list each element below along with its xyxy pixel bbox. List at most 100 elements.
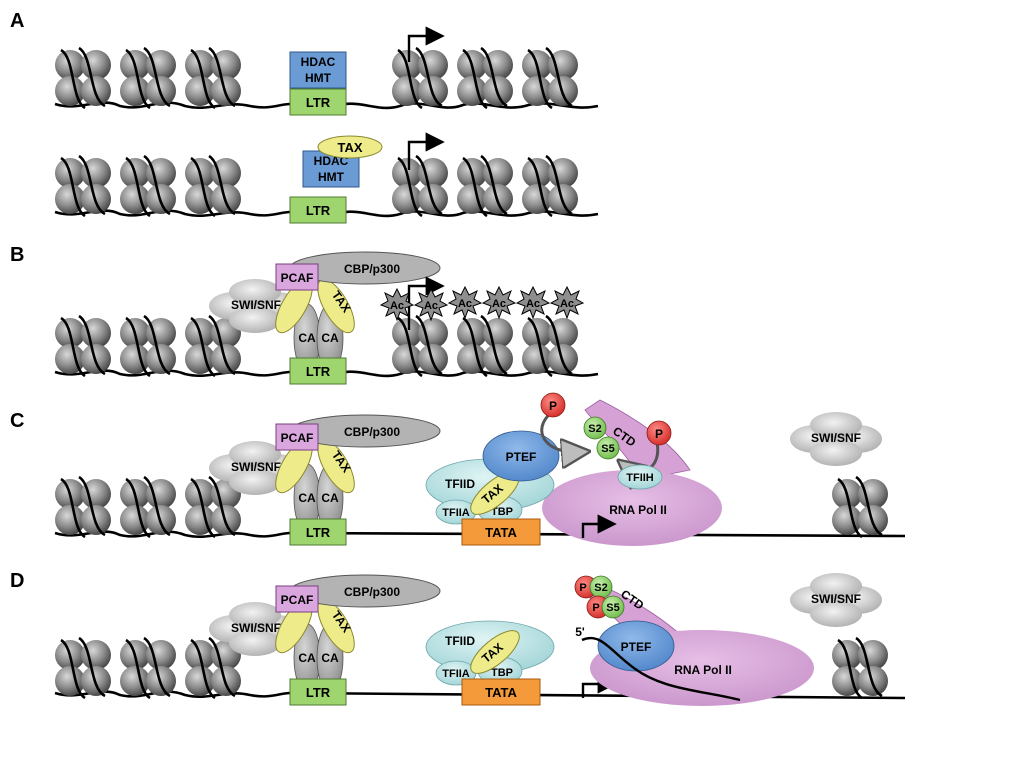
tata-box [461, 678, 541, 706]
nucleosome [118, 636, 178, 700]
nucleosome [53, 154, 113, 218]
chromatin-row-a1: HDAC HMT LTR [53, 26, 599, 116]
nucleosome [183, 46, 243, 110]
ltr-box [289, 88, 347, 116]
phosphate-label: P [549, 399, 557, 413]
swisnf-label: SWI/SNF [811, 431, 861, 445]
panel-d: D SWI/SNF CA CA TAX CBP/p300 PCAF LTR TF… [10, 570, 906, 706]
hmt-label: HMT [305, 71, 332, 85]
serine-5 [596, 436, 620, 460]
ac-label: Ac [492, 298, 506, 310]
tfiih-label: TFIIH [626, 472, 654, 484]
panel-a: A HDAC HMT LTR H [10, 10, 599, 224]
nucleosome [53, 475, 113, 539]
tfiia-label: TFIIA [442, 668, 470, 680]
panel-label-a: A [10, 10, 24, 32]
ltr-label: LTR [306, 364, 331, 379]
ltr-label: LTR [306, 685, 331, 700]
swisnf-label: SWI/SNF [231, 460, 281, 474]
rna-pol-label: RNA Pol II [674, 663, 732, 677]
ltr-box [289, 678, 347, 706]
ltr-label: LTR [306, 525, 331, 540]
panel-c: C SWI/SNF CA CA TAX CBP/p300 PCAF LTR RN… [10, 392, 906, 546]
ltr-box [289, 196, 347, 224]
ltr-box [289, 518, 347, 546]
tax-protein [317, 135, 383, 159]
serine-5 [601, 595, 625, 619]
nucleosome [118, 46, 178, 110]
phosphate-label: P [655, 427, 663, 441]
ac-label: Ac [390, 300, 404, 312]
pcaf-label: PCAF [281, 431, 314, 445]
nucleosome [53, 314, 113, 378]
tfiih-protein [617, 464, 663, 490]
phospho-transfer-arrow [540, 410, 582, 452]
nucleosome [118, 314, 178, 378]
phosphate-label: P [592, 602, 599, 614]
ltr-label: LTR [306, 95, 331, 110]
s5-label: S5 [601, 443, 614, 455]
nucleosome [520, 46, 580, 110]
acetylation-marks: Ac Ac Ac Ac Ac Ac [380, 286, 584, 321]
nucleosome [520, 154, 580, 218]
nucleosome [455, 154, 515, 218]
nucleosome [390, 314, 450, 378]
five-prime-label: 5' [575, 625, 585, 639]
ac-label: Ac [560, 298, 574, 310]
cbp-p300-label: CBP/p300 [344, 585, 400, 599]
panel-label-b: B [10, 244, 24, 266]
pcaf-box [275, 423, 319, 451]
hdac-hmt-box [289, 51, 347, 89]
cbp-p300-label: CBP/p300 [344, 262, 400, 276]
hmt-label: HMT [318, 170, 345, 184]
ca-label: CA [321, 651, 339, 665]
tata-box [461, 518, 541, 546]
nucleosome [118, 475, 178, 539]
ac-label: Ac [458, 298, 472, 310]
tax-protein [470, 630, 520, 674]
tbp-label: TBP [491, 667, 513, 679]
s2-label: S2 [594, 582, 607, 594]
swisnf-label: SWI/SNF [231, 298, 281, 312]
chromatin-row-a2: HDAC HMT TAX LTR [53, 132, 599, 224]
ac-label: Ac [526, 298, 540, 310]
transcription-start-arrow [407, 276, 445, 330]
tata-label: TATA [485, 685, 517, 700]
tfiid-label: TFIID [445, 634, 475, 648]
panel-label-c: C [10, 410, 24, 432]
pcaf-box [275, 263, 319, 291]
nucleosome [183, 154, 243, 218]
phosphate-ptef [540, 392, 566, 418]
nucleosome [455, 314, 515, 378]
rna-pol-ii [542, 470, 722, 546]
s2-label: S2 [588, 423, 601, 435]
swisnf-label: SWI/SNF [811, 592, 861, 606]
nucleosome [118, 154, 178, 218]
tfiid-label: TFIID [445, 477, 475, 491]
nucleosome [455, 46, 515, 110]
panel-b: B SWI/SNF CA CA TAX CBP/p300 PCAF LTR [10, 244, 599, 385]
phosphate-tfiih [646, 420, 672, 446]
tata-label: TATA [485, 525, 517, 540]
ca-label: CA [321, 491, 339, 505]
nucleosome [390, 46, 450, 110]
tax-label: TAX [337, 140, 362, 155]
pcaf-label: PCAF [281, 593, 314, 607]
nucleosome [53, 46, 113, 110]
serine-2 [583, 416, 607, 440]
s5-label: S5 [606, 602, 619, 614]
cbp-p300-label: CBP/p300 [344, 425, 400, 439]
phosphate-label: P [579, 582, 586, 594]
nucleosome [390, 154, 450, 218]
nascent-rna [581, 637, 741, 702]
pcaf-box [275, 585, 319, 613]
panel-label-d: D [10, 570, 24, 592]
nucleosome [520, 314, 580, 378]
nucleosome [53, 636, 113, 700]
pcaf-label: PCAF [281, 271, 314, 285]
ac-label: Ac [424, 300, 438, 312]
nucleosome [830, 636, 890, 700]
transcription-start-arrow [407, 132, 445, 170]
ptef-label: PTEF [506, 450, 537, 464]
